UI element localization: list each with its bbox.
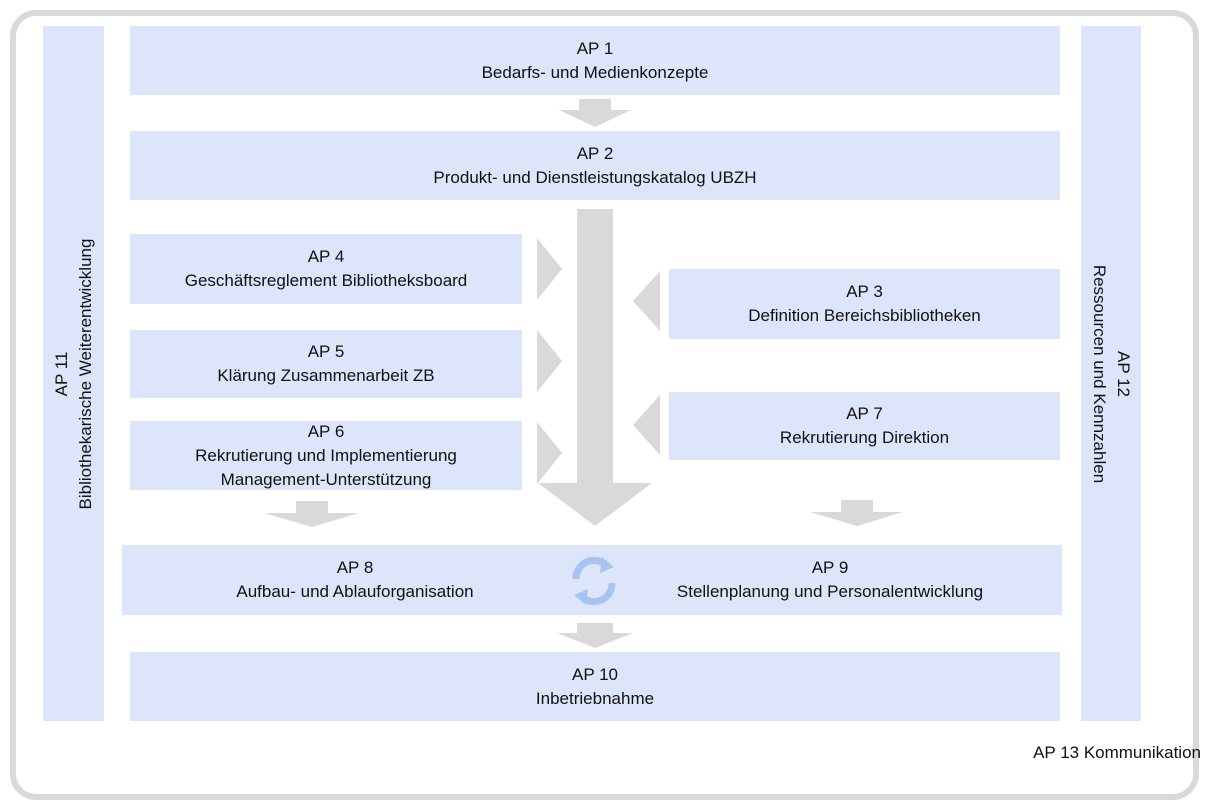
box-ap7: AP 7 Rekrutierung Direktion (669, 392, 1060, 460)
box-ap1: AP 1 Bedarfs- und Medienkonzepte (130, 26, 1060, 95)
cycle-arrows-icon (572, 556, 616, 606)
box-ap1-title: AP 1 (576, 38, 614, 58)
arrow-central-down (538, 209, 652, 526)
box-ap4: AP 4 Geschäftsreglement Bibliotheksboard (130, 234, 522, 304)
box-ap9-line: Stellenplanung und Personalentwicklung (676, 582, 984, 601)
box-ap10-line: Inbetriebnahme (535, 688, 655, 708)
box-ap10-title: AP 10 (571, 664, 618, 684)
arrow-ap6-right (537, 422, 562, 484)
box-ap6-line-1: Rekrutierung und Implementierung (195, 445, 457, 465)
arrow-ap5-right (537, 330, 562, 392)
box-ap4-title: AP 4 (307, 247, 345, 266)
box-ap12: AP 12 Ressourcen und Kennzahlen (1081, 26, 1141, 721)
box-ap3: AP 3 Definition Bereichsbibliotheken (669, 269, 1060, 339)
box-ap2: AP 2 Produkt- und Dienstleistungskatalog… (130, 131, 1060, 200)
box-ap9: AP 9 Stellenplanung und Personalentwickl… (620, 545, 1040, 615)
arrow-ap1-ap2 (559, 99, 631, 127)
footer-label: AP 13 Kommunikation (1033, 743, 1201, 762)
arrow-ap89-ap10 (557, 623, 633, 648)
box-ap8: AP 8 Aufbau- und Ablauforganisation (170, 545, 540, 615)
box-ap2-title: AP 2 (576, 143, 614, 163)
box-ap8-line: Aufbau- und Ablauforganisation (236, 582, 474, 601)
box-ap7-line: Rekrutierung Direktion (779, 428, 950, 447)
box-ap6-title: AP 6 (307, 421, 345, 441)
box-ap4-line: Geschäftsreglement Bibliotheksboard (184, 271, 468, 290)
box-ap3-title: AP 3 (846, 282, 883, 301)
arrow-ap7-left (633, 395, 660, 455)
box-ap6: AP 6 Rekrutierung und Implementierung Ma… (130, 421, 522, 490)
box-ap11: AP 11 Bibliothekarische Weiterentwicklun… (43, 26, 104, 721)
arrow-ap7-ap9 (810, 500, 903, 526)
box-ap5-line: Klärung Zusammenarbeit ZB (217, 366, 435, 385)
box-ap5: AP 5 Klärung Zusammenarbeit ZB (130, 330, 522, 398)
box-ap10: AP 10 Inbetriebnahme (130, 652, 1060, 721)
box-ap5-title: AP 5 (307, 342, 345, 361)
box-ap8-title: AP 8 (336, 558, 374, 577)
box-ap9-title: AP 9 (811, 558, 849, 577)
arrows-layer (264, 99, 903, 648)
box-ap7-title: AP 7 (846, 404, 883, 423)
arrow-ap3-left (633, 271, 660, 331)
arrow-ap6-ap8 (264, 501, 359, 527)
box-ap1-line: Bedarfs- und Medienkonzepte (481, 62, 709, 82)
box-ap2-line: Produkt- und Dienstleistungskatalog UBZH (433, 167, 757, 187)
box-ap3-line: Definition Bereichsbibliotheken (748, 306, 981, 325)
box-ap6-line-2: Management-Unterstützung (220, 469, 432, 489)
arrow-ap4-right (537, 238, 562, 300)
